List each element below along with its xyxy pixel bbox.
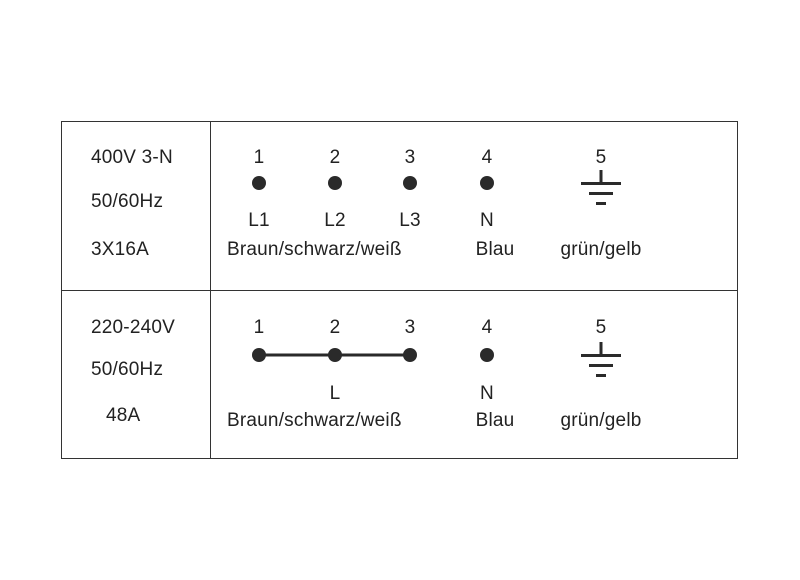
terminal-number-5: 5 (595, 317, 607, 338)
wire-color-neutral: Blau (475, 239, 515, 260)
voltage-spec: 220-240V (91, 317, 176, 338)
current-spec: 3X16A (91, 239, 150, 260)
terminal-number-5: 5 (595, 147, 607, 168)
earth-ground-icon (579, 342, 623, 382)
terminal-dot-4 (480, 348, 494, 362)
terminal-dot-3 (403, 176, 417, 190)
phase-label-n: N (480, 210, 494, 231)
terminal-dot-1 (252, 348, 266, 362)
frequency-spec: 50/60Hz (91, 359, 164, 380)
phase-label-l2: L2 (324, 210, 346, 231)
wire-color-earth: grün/gelb (560, 410, 642, 431)
earth-ground-icon (579, 170, 623, 210)
phase-label-l1: L1 (248, 210, 270, 231)
terminal-number-2: 2 (329, 317, 341, 338)
terminal-number-1: 1 (253, 317, 265, 338)
wire-color-phases: Braun/schwarz/weiß (227, 410, 402, 431)
voltage-spec: 400V 3-N (91, 147, 173, 168)
terminal-dot-2 (328, 348, 342, 362)
wire-color-phases: Braun/schwarz/weiß (227, 239, 402, 260)
current-spec: 48A (106, 405, 141, 426)
terminal-dot-3 (403, 348, 417, 362)
terminal-number-4: 4 (481, 147, 493, 168)
terminal-dot-1 (252, 176, 266, 190)
terminal-number-2: 2 (329, 147, 341, 168)
phase-label-l3: L3 (399, 210, 421, 231)
terminal-number-4: 4 (481, 317, 493, 338)
terminal-number-1: 1 (253, 147, 265, 168)
terminal-dot-4 (480, 176, 494, 190)
terminal-number-3: 3 (404, 317, 416, 338)
row-divider (61, 290, 738, 291)
wire-color-earth: grün/gelb (560, 239, 642, 260)
phase-label-l: L (329, 383, 341, 404)
column-divider (210, 121, 211, 459)
terminal-dot-2 (328, 176, 342, 190)
terminal-number-3: 3 (404, 147, 416, 168)
frequency-spec: 50/60Hz (91, 191, 164, 212)
wire-color-neutral: Blau (475, 410, 515, 431)
phase-label-n: N (480, 383, 494, 404)
